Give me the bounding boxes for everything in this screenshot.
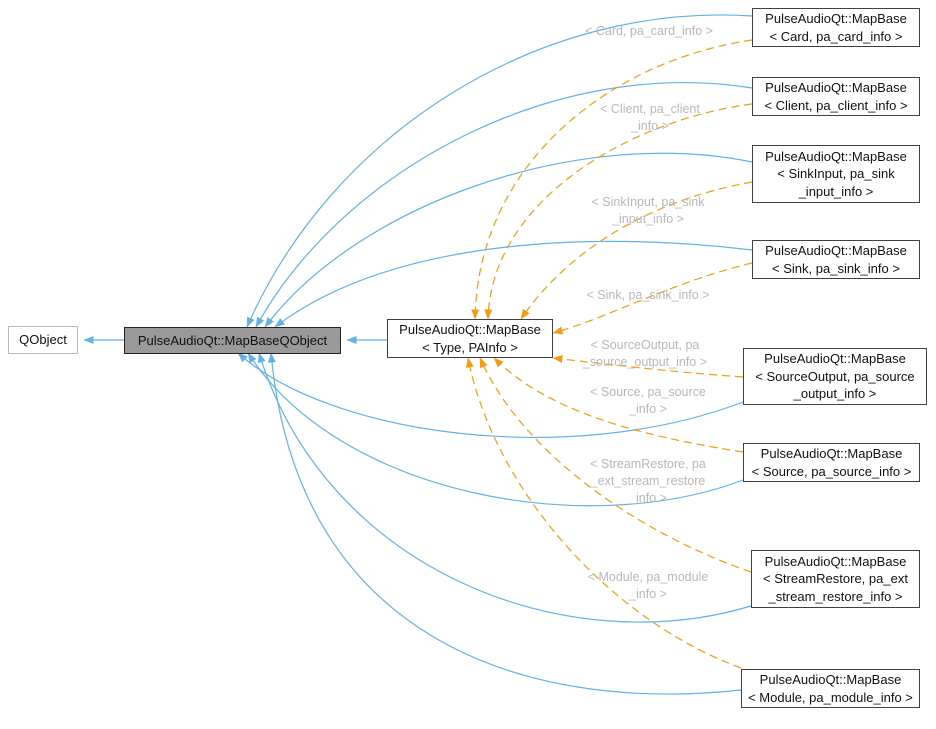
node-label-line: PulseAudioQt::MapBase bbox=[765, 148, 907, 164]
node-label-line: PulseAudioQt::MapBase bbox=[765, 80, 907, 95]
node-label-line: < SinkInput, pa_sink bbox=[777, 166, 895, 182]
node-label-line: PulseAudioQt::MapBase bbox=[765, 11, 907, 26]
node-label-line: _stream_restore_info > bbox=[768, 588, 903, 604]
node-label-line: < Module, pa_module_info > bbox=[748, 689, 913, 705]
node-label-line: _input_info > bbox=[798, 183, 874, 199]
node-label-line: PulseAudioQt::MapBase bbox=[759, 672, 902, 687]
inheritance-edge-sink-to-mbqo bbox=[274, 240, 753, 328]
inheritance-edge-sinkinput-to-mbqo bbox=[264, 152, 753, 328]
node-mapbase-source[interactable]: PulseAudioQt::MapBase < Source, pa_sourc… bbox=[743, 443, 920, 482]
template-edge-sourceoutput-to-mapbase bbox=[552, 355, 744, 378]
template-edge-module-to-mapbase bbox=[465, 357, 742, 669]
inheritance-edge-streamrestore-to-mbqo bbox=[257, 352, 752, 623]
node-label-line: _output_info > bbox=[793, 386, 877, 402]
node-label-line: < Card, pa_card_info > bbox=[769, 28, 903, 44]
node-mapbase-sinkinput[interactable]: PulseAudioQt::MapBase < SinkInput, pa_si… bbox=[752, 145, 920, 203]
node-label-line: PulseAudioQt::MapBase bbox=[760, 446, 903, 461]
inheritance-edge-source-to-mbqo bbox=[247, 352, 744, 507]
inheritance-edge-card-to-mbqo bbox=[246, 14, 753, 328]
node-qobject[interactable]: QObject bbox=[8, 326, 78, 354]
node-label-line: QObject bbox=[19, 332, 67, 348]
node-mapbase-sourceoutput[interactable]: PulseAudioQt::MapBase < SourceOutput, pa… bbox=[743, 348, 927, 405]
node-label-line: < Source, pa_source_info > bbox=[751, 463, 912, 479]
template-edge-card-to-mapbase bbox=[471, 39, 753, 320]
template-edge-client-to-mapbase bbox=[484, 103, 753, 320]
node-mapbase-streamrestore[interactable]: PulseAudioQt::MapBase < StreamRestore, p… bbox=[751, 550, 920, 608]
node-mapbase-template[interactable]: PulseAudioQt::MapBase < Type, PAInfo > bbox=[387, 319, 553, 358]
inheritance-edge-sourceoutput-to-mbqo bbox=[237, 352, 744, 438]
node-mapbase-card[interactable]: PulseAudioQt::MapBase < Card, pa_card_in… bbox=[752, 8, 920, 47]
node-label-line: < StreamRestore, pa_ext bbox=[763, 571, 908, 587]
node-mapbase-module[interactable]: PulseAudioQt::MapBase < Module, pa_modul… bbox=[741, 669, 920, 708]
inheritance-edge-module-to-mbqo bbox=[267, 352, 742, 695]
template-edge-source-to-mapbase bbox=[493, 357, 744, 453]
node-label-line: PulseAudioQt::MapBase bbox=[764, 351, 906, 367]
node-label-line: < SourceOutput, pa_source bbox=[755, 368, 915, 384]
node-label-line: PulseAudioQt::MapBase bbox=[765, 243, 907, 258]
node-label-line: PulseAudioQt::MapBase bbox=[399, 322, 541, 337]
template-edge-sink-to-mapbase bbox=[552, 262, 753, 335]
node-mapbase-sink[interactable]: PulseAudioQt::MapBase < Sink, pa_sink_in… bbox=[752, 240, 920, 279]
node-label-line: < Type, PAInfo > bbox=[422, 339, 518, 355]
template-edge-sinkinput-to-mapbase bbox=[520, 181, 753, 320]
node-label-line: < Client, pa_client_info > bbox=[764, 97, 908, 113]
template-edge-streamrestore-to-mapbase bbox=[479, 357, 752, 573]
inheritance-edge-client-to-mbqo bbox=[255, 82, 753, 328]
node-mapbase-client[interactable]: PulseAudioQt::MapBase < Client, pa_clien… bbox=[752, 77, 920, 116]
node-label-line: < Sink, pa_sink_info > bbox=[772, 260, 900, 276]
node-mapbaseqobject: PulseAudioQt::MapBaseQObject bbox=[124, 327, 341, 354]
node-label-line: PulseAudioQt::MapBase bbox=[764, 553, 907, 569]
node-label-line: PulseAudioQt::MapBaseQObject bbox=[137, 332, 328, 348]
